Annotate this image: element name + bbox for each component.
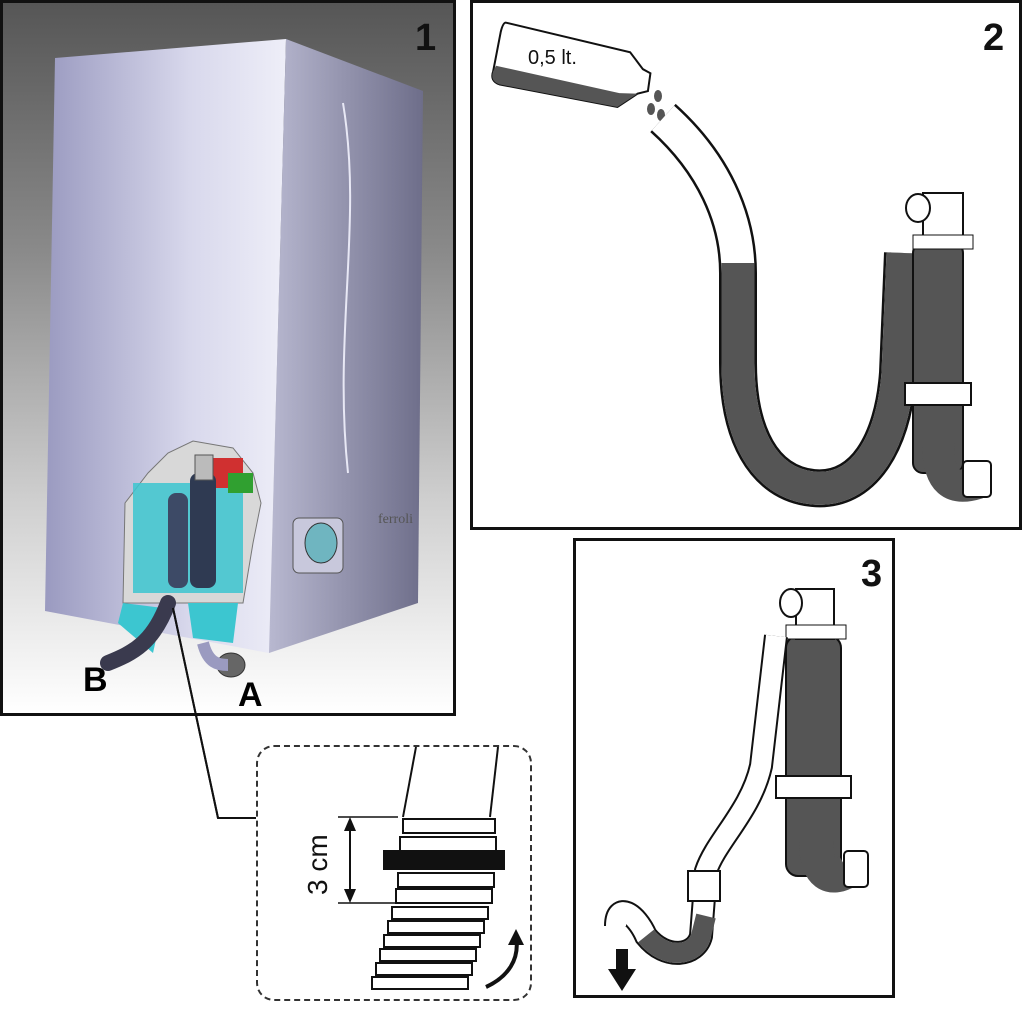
label-b: B <box>83 661 108 699</box>
bottle <box>491 21 652 109</box>
panel-boiler: ferroli 1 B A <box>0 0 456 819</box>
boiler-illustration: ferroli <box>45 39 423 819</box>
detail-inset: 3 cm <box>256 745 532 1001</box>
drain-arrow-icon <box>608 949 636 991</box>
drop <box>647 103 655 115</box>
panel-number: 3 <box>861 553 883 595</box>
bottle-label: 0,5 lt. <box>528 47 577 69</box>
fill-trap-illustration <box>491 21 992 508</box>
panel-fill-trap: 2 0,5 lt. <box>470 0 1022 530</box>
label-a: A <box>238 676 263 714</box>
corrugated-hose <box>371 818 505 990</box>
panel-number: 1 <box>415 17 437 59</box>
boiler-side <box>269 39 423 653</box>
water-fill <box>721 252 920 505</box>
measure-label: 3 cm <box>302 834 333 895</box>
panel-drain: 3 <box>573 538 895 998</box>
drop <box>654 90 662 102</box>
panel-number: 2 <box>983 17 1005 59</box>
trap-body <box>785 635 842 877</box>
svg-text:ferroli: ferroli <box>378 512 413 527</box>
drain-illustration <box>604 588 869 991</box>
trap-body <box>912 242 964 474</box>
detail-illustration <box>338 746 524 990</box>
